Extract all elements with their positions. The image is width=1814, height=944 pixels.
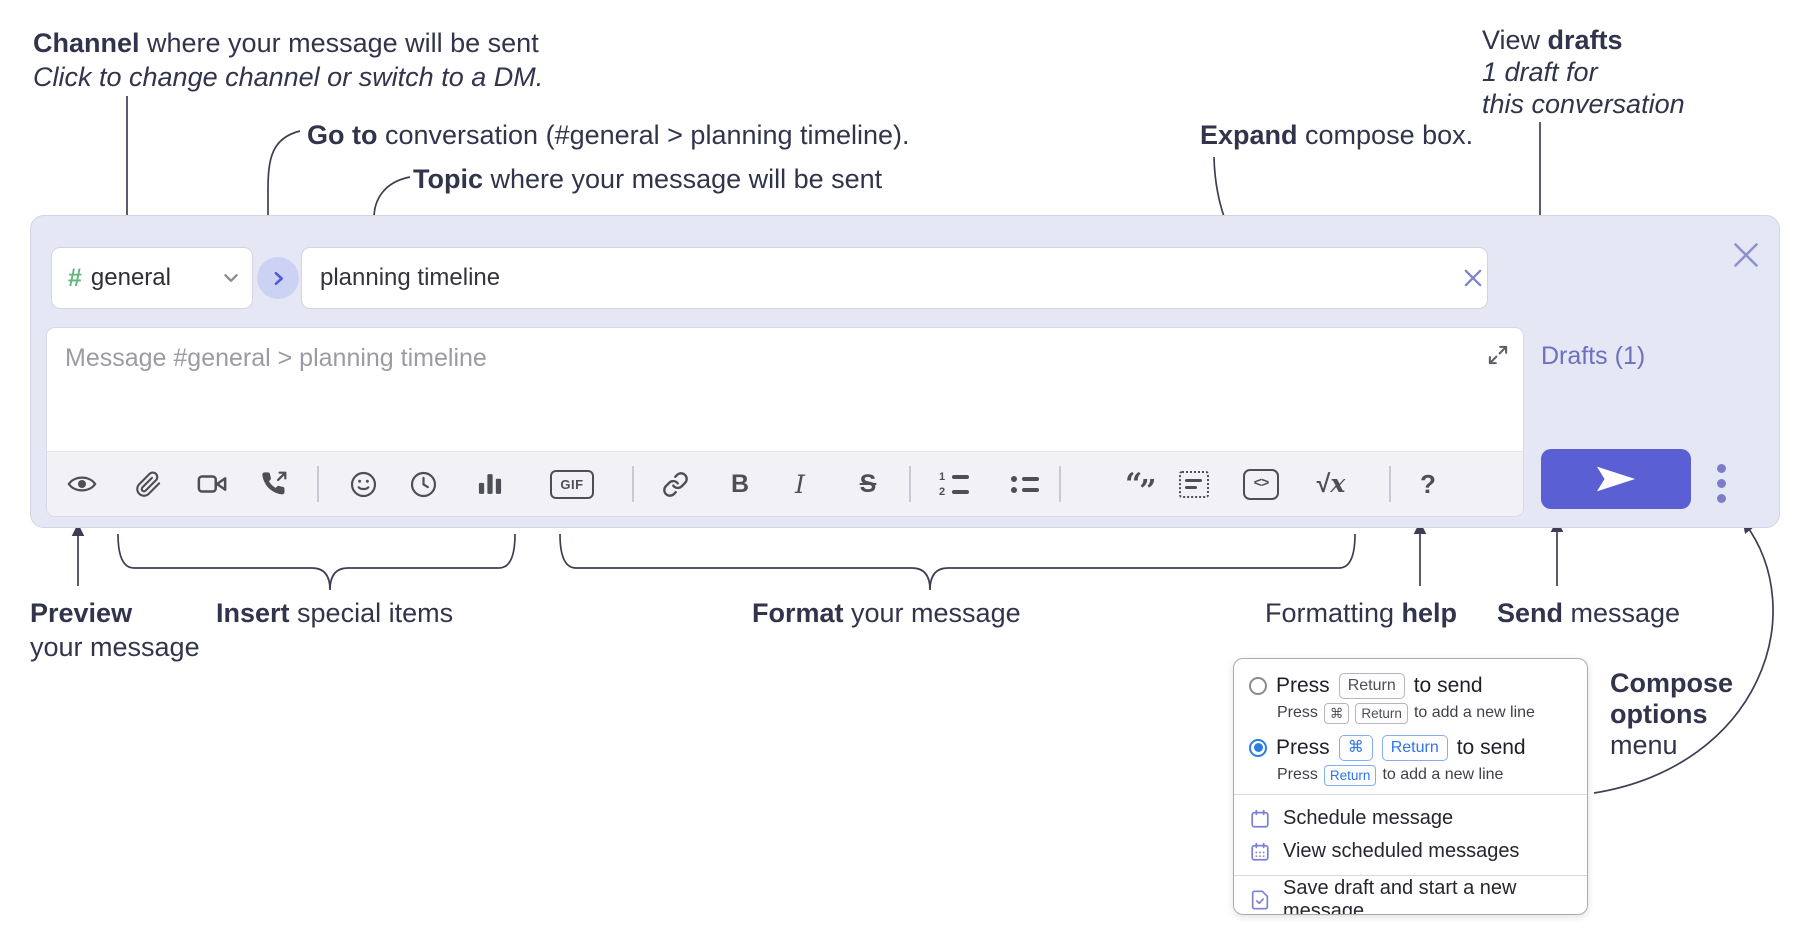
toolbar-divider <box>1389 466 1391 502</box>
send-annotation: Send message <box>1497 598 1681 628</box>
expand-annotation: Expand compose box. <box>1200 120 1474 150</box>
phone-call-icon <box>262 471 287 495</box>
italic-icon: I <box>795 469 805 499</box>
clear-topic-icon[interactable] <box>1461 266 1485 290</box>
code-button[interactable]: <> <box>1243 468 1279 500</box>
bold-icon: B <box>730 469 750 498</box>
paperclip-icon <box>135 471 160 497</box>
popup-divider <box>1234 875 1587 876</box>
channel-picker[interactable]: # general <box>51 247 253 309</box>
toolbar-divider <box>909 466 911 502</box>
compose-options-popup: Press Return to send Press ⌘ Return to a… <box>1233 658 1588 915</box>
format-annotation: Format your message <box>752 598 1021 628</box>
kebab-dot <box>1717 494 1726 503</box>
cmd-key-chip: ⌘ <box>1323 702 1350 724</box>
schedule-message-item[interactable]: Schedule message <box>1249 802 1572 835</box>
math-icon: √x <box>1316 469 1346 498</box>
add-poll-button[interactable] <box>475 468 505 500</box>
toolbar-divider <box>632 466 634 502</box>
return-key-chip: Return <box>1381 734 1448 761</box>
video-camera-icon <box>197 475 227 493</box>
compose-toolbar: GIF B I S <box>47 451 1523 516</box>
go-to-conversation-button[interactable] <box>257 257 299 299</box>
return-key-chip: Return <box>1323 764 1377 786</box>
save-draft-item[interactable]: Save draft and start a new message <box>1249 877 1572 914</box>
chevron-right-icon <box>274 271 283 285</box>
smiley-icon <box>350 471 376 497</box>
spoiler-button[interactable] <box>1179 468 1209 500</box>
send-option-return-hint: Press ⌘ Return to add a new line <box>1277 702 1572 724</box>
add-gif-button[interactable]: GIF <box>550 468 594 500</box>
strikethrough-icon: S <box>859 469 877 498</box>
view-scheduled-messages-item[interactable]: View scheduled messages <box>1249 835 1572 868</box>
return-key-chip: Return <box>1338 672 1405 699</box>
message-area: Message #general > planning timeline <box>46 327 1524 517</box>
add-global-time-button[interactable] <box>408 468 438 500</box>
kebab-dot <box>1717 464 1726 473</box>
preview-button[interactable] <box>67 468 97 500</box>
toolbar-divider <box>1059 466 1061 502</box>
toolbar-divider <box>317 466 319 502</box>
insert-annotation: Insert special items <box>216 598 454 628</box>
topic-input[interactable] <box>301 247 1488 309</box>
cmd-key-chip: ⌘ <box>1338 734 1373 761</box>
bold-button[interactable]: B <box>725 468 755 500</box>
calendar-grid-icon <box>1251 842 1269 861</box>
gif-icon: GIF <box>550 469 594 499</box>
strikethrough-button[interactable]: S <box>853 468 883 500</box>
message-formatting-help-button[interactable]: ? <box>1413 468 1443 500</box>
save-draft-icon <box>1251 889 1269 910</box>
attach-file-button[interactable] <box>133 468 163 500</box>
radio-selected[interactable] <box>1249 738 1267 757</box>
math-button[interactable]: √x <box>1309 468 1353 500</box>
bulleted-list-button[interactable] <box>1010 468 1044 500</box>
code-icon: <> <box>1243 468 1279 500</box>
format-brace <box>559 533 1356 591</box>
compose-options-menu-button[interactable] <box>1713 460 1730 507</box>
expand-compose-icon[interactable] <box>1485 342 1511 368</box>
send-button[interactable] <box>1541 449 1691 509</box>
close-compose-icon[interactable] <box>1731 240 1761 270</box>
quote-icon: “” <box>1125 466 1157 509</box>
drafts-link[interactable]: Drafts (1) <box>1541 342 1646 370</box>
channel-annotation: Channel where your message will be sent … <box>33 28 544 92</box>
spoiler-icon <box>1179 470 1209 498</box>
eye-icon <box>67 476 97 492</box>
view-drafts-annotation: View drafts 1 draft for this conversatio… <box>1482 25 1685 119</box>
chevron-down-icon <box>224 274 238 282</box>
message-input[interactable]: Message #general > planning timeline <box>65 344 487 372</box>
go-to-annotation: Go to conversation (#general > planning … <box>307 120 910 150</box>
audio-call-button[interactable] <box>259 468 289 500</box>
clock-icon <box>410 471 436 497</box>
insert-brace <box>117 533 516 591</box>
send-option-cmd-return[interactable]: Press ⌘ Return to send <box>1249 732 1572 763</box>
compose-options-annotation: Compose options menu <box>1610 668 1734 760</box>
return-key-chip: Return <box>1355 702 1408 724</box>
channel-hash-icon: # <box>68 263 82 292</box>
compose-box: # general Message #general > planning ti… <box>30 215 1780 528</box>
emoji-button[interactable] <box>348 468 378 500</box>
bar-chart-icon <box>478 474 502 494</box>
question-mark-icon: ? <box>1420 468 1436 499</box>
numbered-list-icon: 1 2 <box>939 471 971 497</box>
link-icon <box>662 471 688 497</box>
radio-unselected[interactable] <box>1249 676 1267 695</box>
video-call-button[interactable] <box>197 468 227 500</box>
calendar-icon <box>1251 809 1269 828</box>
insert-link-button[interactable] <box>660 468 690 500</box>
preview-annotation: Preview your message <box>30 598 200 662</box>
numbered-list-button[interactable]: 1 2 <box>938 468 972 500</box>
quote-button[interactable]: “” <box>1125 466 1165 509</box>
italic-button[interactable]: I <box>785 468 815 500</box>
send-option-cmd-return-hint: Press Return to add a new line <box>1277 764 1572 786</box>
kebab-dot <box>1717 479 1726 488</box>
channel-name: general <box>90 264 171 291</box>
popup-divider <box>1234 794 1587 795</box>
topic-annotation: Topic where your message will be sent <box>413 164 883 194</box>
send-plane-icon <box>1596 466 1636 492</box>
formatting-help-annotation: Formatting help <box>1265 598 1458 628</box>
send-option-return[interactable]: Press Return to send <box>1249 670 1572 701</box>
bulleted-list-icon <box>1011 475 1043 493</box>
